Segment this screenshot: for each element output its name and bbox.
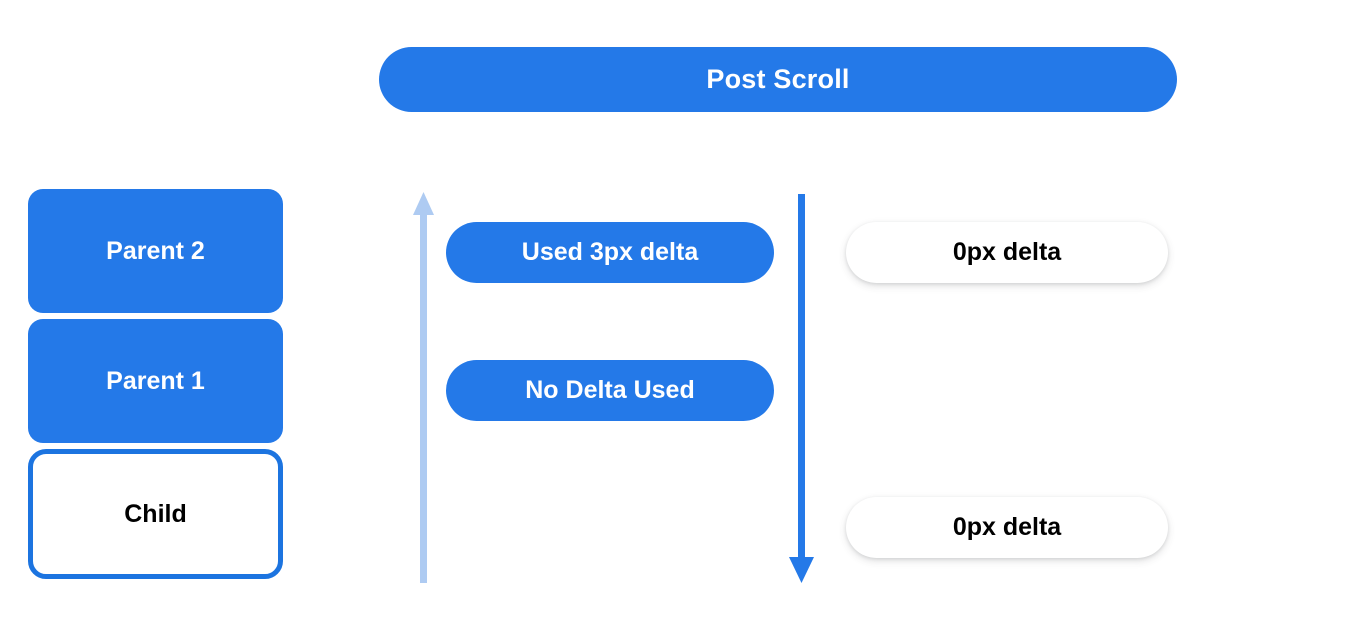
- node-parent-1: Parent 1: [28, 319, 283, 443]
- pill-zero-delta-top-label: 0px delta: [952, 238, 1062, 266]
- down-arrow-icon: [789, 194, 814, 583]
- pill-zero-delta-top: 0px delta: [846, 222, 1168, 283]
- post-scroll-title-bar: Post Scroll: [379, 47, 1177, 112]
- node-child: Child: [28, 449, 283, 579]
- node-stack: Parent 2 Parent 1 Child: [28, 189, 283, 579]
- pill-used-3px-delta-label: Used 3px delta: [521, 238, 699, 266]
- pill-no-delta-used: No Delta Used: [446, 360, 774, 421]
- pill-zero-delta-bottom: 0px delta: [846, 497, 1168, 558]
- pill-used-3px-delta: Used 3px delta: [446, 222, 774, 283]
- pill-zero-delta-bottom-label: 0px delta: [952, 513, 1062, 541]
- up-arrow-icon: [413, 192, 434, 583]
- node-parent-1-label: Parent 1: [106, 366, 205, 395]
- node-child-label: Child: [124, 499, 187, 528]
- node-parent-2-label: Parent 2: [106, 236, 205, 265]
- pill-no-delta-used-label: No Delta Used: [525, 376, 695, 404]
- node-parent-2: Parent 2: [28, 189, 283, 313]
- page-title: Post Scroll: [706, 64, 850, 94]
